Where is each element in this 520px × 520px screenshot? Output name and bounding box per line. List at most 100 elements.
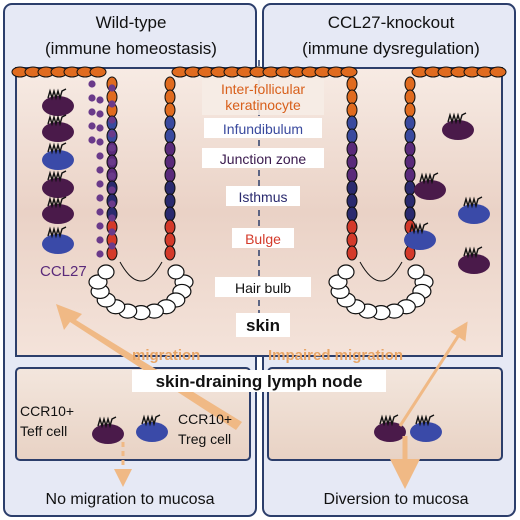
ccl27-dot bbox=[88, 122, 96, 130]
follicle-cell bbox=[346, 232, 358, 248]
ccl27-dot bbox=[108, 172, 116, 180]
hair-bulb-cell bbox=[337, 264, 355, 280]
cell-body bbox=[42, 122, 74, 142]
treg-cell bbox=[42, 226, 74, 254]
follicle-cell bbox=[164, 245, 176, 261]
ccr10-receptor bbox=[47, 170, 67, 183]
follicle-cell bbox=[404, 76, 416, 92]
label-keratinocyte: keratinocyte bbox=[225, 97, 301, 113]
footer-right-text: Diversion to mucosa bbox=[324, 491, 469, 508]
follicle-cell bbox=[346, 102, 358, 118]
follicle-cell bbox=[404, 167, 416, 183]
skin-label: skin bbox=[246, 316, 280, 335]
follicle-cell bbox=[164, 167, 176, 183]
treg-cell bbox=[404, 222, 436, 250]
follicle-cell bbox=[404, 128, 416, 144]
follicle-cell bbox=[404, 115, 416, 131]
ccr10-receptor bbox=[415, 414, 435, 427]
cell-body bbox=[92, 424, 124, 444]
follicle-cell bbox=[346, 141, 358, 157]
ccl27-dot bbox=[108, 116, 116, 124]
follicle-cell bbox=[346, 167, 358, 183]
cell-body bbox=[458, 204, 490, 224]
cell-body bbox=[42, 96, 74, 116]
follicle-cell bbox=[404, 154, 416, 170]
teff-cell bbox=[442, 112, 474, 140]
follicle-cell bbox=[346, 115, 358, 131]
cell-body bbox=[42, 234, 74, 254]
label-bg-inter bbox=[202, 79, 324, 115]
follicle-cell bbox=[346, 128, 358, 144]
label-hair-bulb: Hair bulb bbox=[235, 280, 291, 296]
ccl27-dot bbox=[96, 236, 104, 244]
follicle-cell bbox=[346, 193, 358, 209]
label-bg-skin bbox=[236, 313, 290, 337]
follicle-cell bbox=[164, 89, 176, 105]
teff-cell bbox=[42, 88, 74, 116]
ccr10-receptor bbox=[47, 196, 67, 209]
follicle-cell bbox=[404, 141, 416, 157]
ccl27-dot bbox=[96, 180, 104, 188]
dermal-papilla bbox=[359, 261, 403, 282]
follicle-cell bbox=[164, 102, 176, 118]
ccl27-dot bbox=[96, 194, 104, 202]
ccl27-dot bbox=[88, 108, 96, 116]
follicle-cell bbox=[164, 128, 176, 144]
follicle-cell bbox=[164, 232, 176, 248]
ccr10-receptor bbox=[47, 88, 67, 101]
follicle-cell bbox=[164, 154, 176, 170]
teff-cell bbox=[414, 172, 446, 200]
right-heading-line2: (immune dysregulation) bbox=[302, 39, 480, 58]
label-bg-isthmus bbox=[226, 186, 300, 206]
keratinocyte-cell bbox=[489, 66, 507, 78]
keratinocyte-layer bbox=[11, 66, 507, 78]
ccl27-dot bbox=[108, 186, 116, 194]
label-isthmus: Isthmus bbox=[238, 189, 287, 205]
ccl27-dot bbox=[108, 228, 116, 236]
ccl27-dot bbox=[108, 130, 116, 138]
label-bg-infundibulum bbox=[204, 118, 322, 138]
teff-cell bbox=[42, 114, 74, 142]
ccl27-dot bbox=[108, 144, 116, 152]
ccr10-receptor bbox=[447, 112, 467, 125]
teff-label-line1: CCR10+ bbox=[20, 403, 74, 419]
teff-cell bbox=[42, 196, 74, 224]
ccl27-dot bbox=[108, 100, 116, 108]
follicle-cell bbox=[404, 206, 416, 222]
keratinocyte-cell bbox=[89, 66, 107, 78]
ccl27-dot bbox=[96, 166, 104, 174]
teff-cell bbox=[42, 170, 74, 198]
ccl27-dot bbox=[88, 80, 96, 88]
migration-arrow bbox=[56, 304, 242, 430]
cell-body bbox=[42, 150, 74, 170]
follicle-cell bbox=[346, 245, 358, 261]
hair-bulb-cell bbox=[97, 264, 115, 280]
lymph-node-title: skin-draining lymph node bbox=[156, 372, 363, 391]
cell-body bbox=[410, 422, 442, 442]
ccl27-chemokine-dots bbox=[88, 80, 116, 258]
ccr10-receptor bbox=[419, 172, 439, 185]
teff-cell bbox=[374, 414, 406, 442]
label-bulge: Bulge bbox=[245, 231, 281, 247]
ccl27-dot bbox=[96, 208, 104, 216]
ccl27-dot bbox=[96, 222, 104, 230]
ccr10-receptor bbox=[379, 414, 399, 427]
follicle-cell bbox=[164, 76, 176, 92]
label-bg-bulge bbox=[232, 228, 294, 248]
impaired-migration-arrow bbox=[398, 321, 468, 427]
cell-body bbox=[42, 204, 74, 224]
ccl27-dot bbox=[88, 136, 96, 144]
ccl27-dot bbox=[108, 214, 116, 222]
follicle-cell bbox=[346, 154, 358, 170]
hair-bulb-cell bbox=[407, 264, 425, 280]
cell-body bbox=[136, 422, 168, 442]
treg-cell bbox=[458, 196, 490, 224]
follicle-cell bbox=[404, 193, 416, 209]
impaired-migration-label: Impaired migration bbox=[268, 347, 403, 364]
cell-body bbox=[414, 180, 446, 200]
treg-cell bbox=[410, 414, 442, 442]
follicle-cell bbox=[346, 180, 358, 196]
ccr10-receptor bbox=[141, 414, 161, 427]
ccl27-dot bbox=[108, 158, 116, 166]
label-bg-hairbulb bbox=[215, 277, 311, 297]
